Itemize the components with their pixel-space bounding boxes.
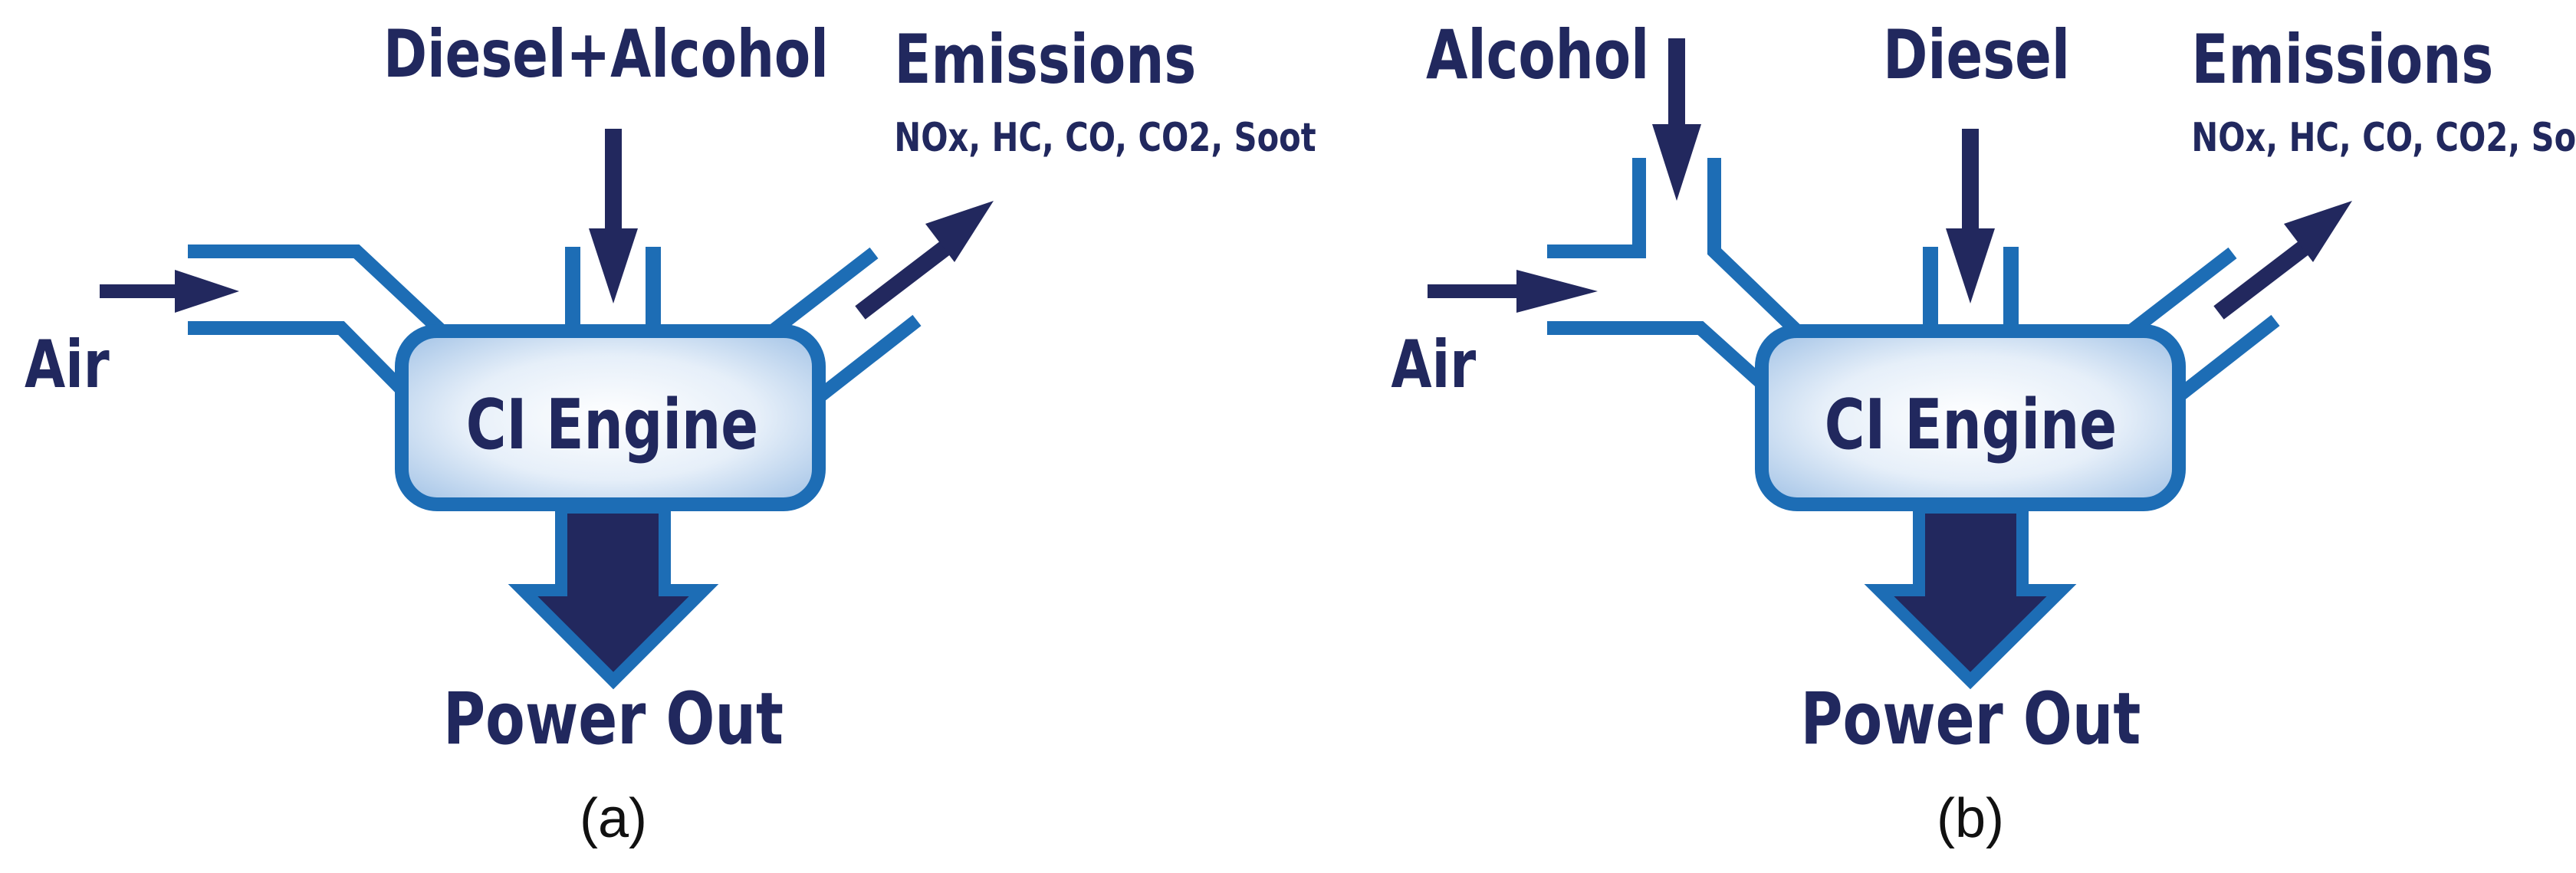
panel-b: Alcohol Air Diesel Emissions NOx, HC [1391,15,2576,849]
emissions-arrow [855,201,994,320]
emissions-arrow [2213,201,2352,320]
power-out-label: Power Out [443,678,784,761]
fuel-arrow [589,129,638,304]
fuel-injector-pipe [1923,247,2019,337]
panel-caption: (b) [1937,788,2004,849]
power-out-arrow [508,501,719,690]
power-out-arrow [1864,501,2077,690]
panel-caption: (a) [580,788,647,849]
emissions-list: NOx, HC, CO, CO2, Soot [894,115,1316,162]
emissions-title: Emissions [894,20,1196,99]
air-label: Air [25,327,110,403]
exhaust-pipe [2121,247,2280,403]
engine-label: CI Engine [1825,385,2117,465]
alcohol-label: Alcohol [1426,15,1649,94]
alcohol-arrow [1652,38,1701,201]
power-out-label: Power Out [1800,678,2141,761]
air-intake-pipe [188,245,449,393]
diesel-label: Diesel [1883,15,2070,94]
air-arrow [1428,270,1598,313]
diesel-arrow [1946,129,1995,304]
emissions-title: Emissions [2191,20,2493,99]
fuel-label: Diesel+Alcohol [383,17,829,93]
panel-a: Air Diesel+Alcohol Emissions NOx, HC, CO… [25,17,1316,849]
fuel-injector-pipe [565,247,661,337]
engine-label: CI Engine [466,385,758,465]
exhaust-pipe [762,247,922,403]
air-label: Air [1391,327,1476,403]
air-intake-pipe [1547,158,1804,389]
air-arrow [100,270,239,313]
emissions-list: NOx, HC, CO, CO2, Soot [2191,115,2576,162]
